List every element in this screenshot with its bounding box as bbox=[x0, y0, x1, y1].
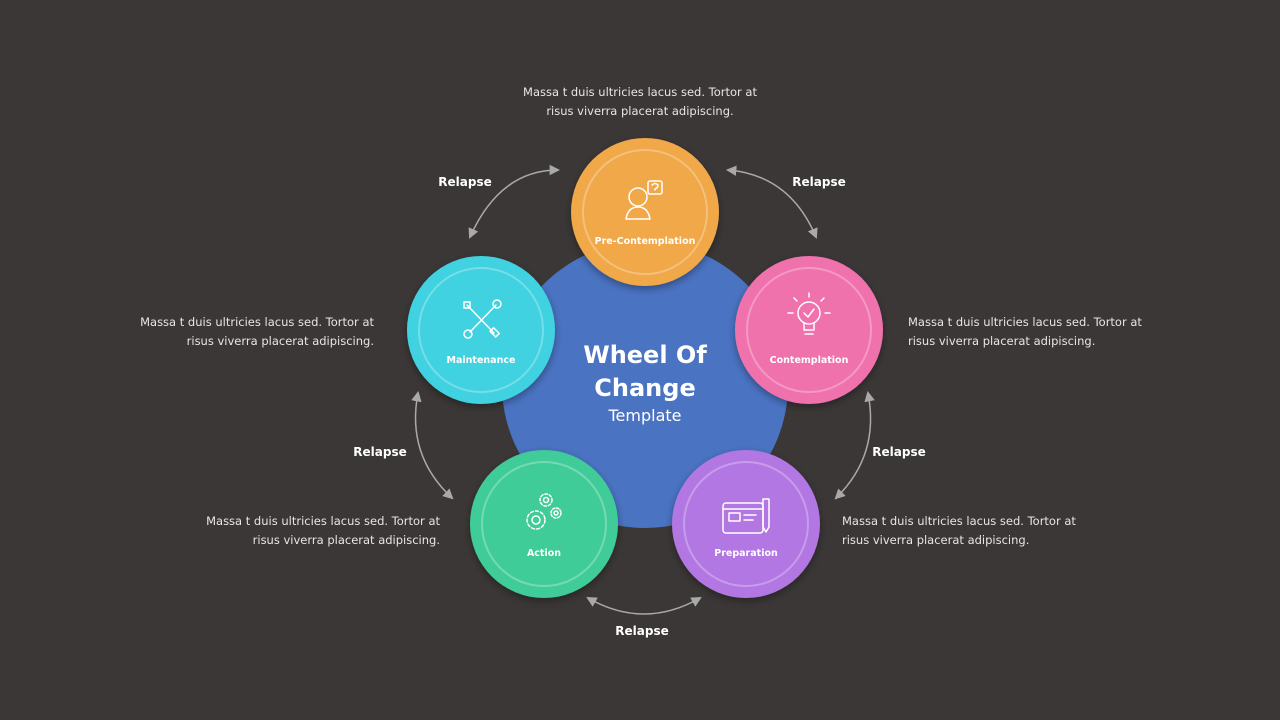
stage-pre-contemplation[interactable] bbox=[571, 138, 719, 286]
relapse-label-top-right: Relapse bbox=[792, 175, 845, 189]
stage-label-pre-contemplation: Pre-Contemplation bbox=[595, 236, 696, 247]
relapse-label-bottom: Relapse bbox=[615, 624, 668, 638]
lightbulb-check-icon bbox=[787, 292, 831, 335]
blueprint-icon bbox=[722, 498, 770, 534]
gears-icon bbox=[526, 493, 562, 530]
relapse-label-left: Relapse bbox=[353, 445, 406, 459]
person-question-icon bbox=[625, 180, 663, 220]
relapse-arrow-top-right bbox=[725, 165, 818, 239]
center-title-line1: Wheel Of bbox=[583, 341, 707, 369]
stage-label-maintenance: Maintenance bbox=[447, 355, 516, 366]
center-title-line2: Change bbox=[594, 374, 695, 402]
description-right: Massa t duis ultricies lacus sed. Tortor… bbox=[908, 315, 1142, 348]
relapse-arrows bbox=[411, 164, 875, 615]
relapse-label-top-left: Relapse bbox=[438, 175, 491, 189]
relapse-arrow-right bbox=[834, 390, 875, 500]
wrench-screwdriver-icon bbox=[463, 299, 502, 339]
relapse-arrow-top-left bbox=[468, 164, 561, 239]
relapse-arrow-left bbox=[411, 390, 454, 500]
description-top: Massa t duis ultricies lacus sed. Tortor… bbox=[523, 85, 757, 118]
relapse-arrow-bottom bbox=[586, 596, 702, 615]
stage-label-action: Action bbox=[527, 548, 561, 559]
stage-action[interactable] bbox=[470, 450, 618, 598]
stage-preparation[interactable] bbox=[672, 450, 820, 598]
description-bottom-left: Massa t duis ultricies lacus sed. Tortor… bbox=[206, 514, 440, 547]
description-bottom-right: Massa t duis ultricies lacus sed. Tortor… bbox=[842, 514, 1076, 547]
stage-label-preparation: Preparation bbox=[714, 548, 778, 559]
description-left: Massa t duis ultricies lacus sed. Tortor… bbox=[140, 315, 374, 348]
stage-maintenance[interactable] bbox=[407, 256, 555, 404]
center-subtitle: Template bbox=[607, 406, 681, 425]
stage-label-contemplation: Contemplation bbox=[770, 355, 849, 366]
relapse-label-right: Relapse bbox=[872, 445, 925, 459]
